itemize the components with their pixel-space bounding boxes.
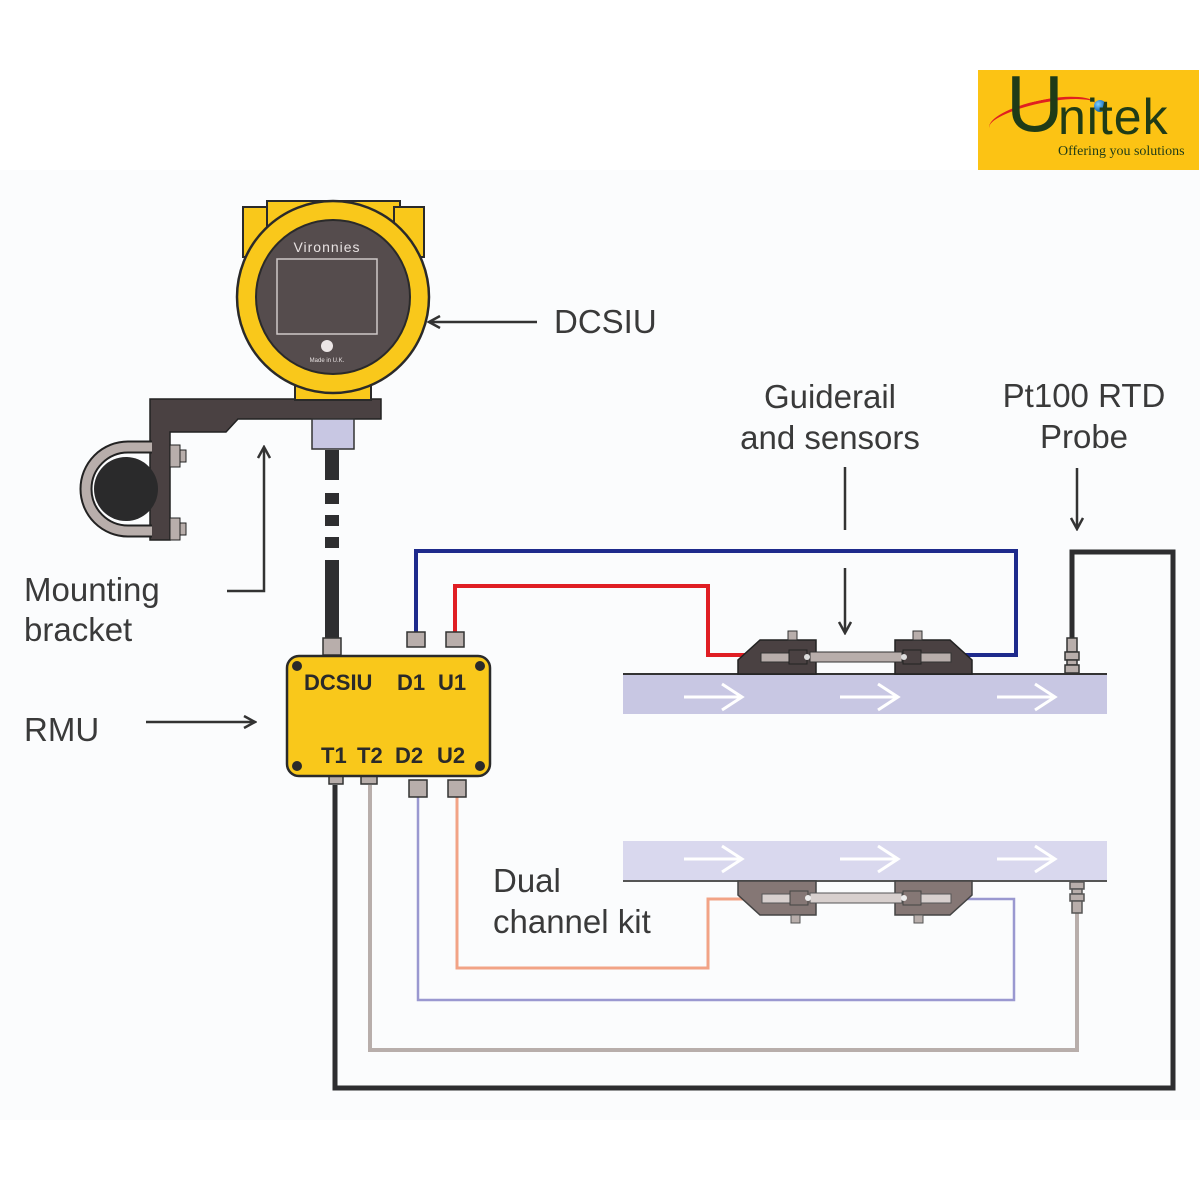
rmu-connectors <box>322 631 467 798</box>
rmu-port-dcsiu: DCSIU <box>304 670 372 695</box>
lower-pipe <box>623 841 1107 882</box>
logo-initial: U <box>1006 70 1064 148</box>
diagram-background <box>0 170 1200 1120</box>
globe-icon <box>1094 100 1106 112</box>
rmu-port-d2: D2 <box>395 743 423 768</box>
made-in-label: Made in U.K. <box>310 358 345 364</box>
upper-guiderail-sensors <box>737 630 973 675</box>
cable-t1 <box>332 549 1176 1091</box>
cable-u1 <box>453 584 752 657</box>
label-and-sensors: and sensors <box>740 419 920 456</box>
label-rmu: RMU <box>24 711 99 748</box>
flow-arrows <box>684 682 1058 712</box>
mounting-bracket <box>79 398 382 541</box>
logo-badge-icon <box>321 340 333 352</box>
flow-arrows <box>684 844 1058 874</box>
lower-guiderail-sensors <box>737 880 973 924</box>
dcsiu-brand-text: Vironnies <box>293 239 360 255</box>
rmu-port-t2: T2 <box>357 743 383 768</box>
label-mounting: Mounting <box>24 571 160 608</box>
rmu-port-d1: D1 <box>397 670 425 695</box>
cable-u2 <box>455 795 752 970</box>
label-guiderail: Guiderail <box>764 378 896 415</box>
label-pt100-rtd: Pt100 RTD <box>1003 377 1166 414</box>
cable-d2 <box>416 795 1016 1002</box>
unitek-logo: U nitek Offering you solutions <box>978 70 1199 170</box>
label-channel-kit: channel kit <box>493 903 651 940</box>
rmu-box: DCSIU D1 U1 T1 T2 D2 U2 <box>285 631 492 798</box>
label-bracket: bracket <box>24 611 132 648</box>
rmu-port-t1: T1 <box>321 743 347 768</box>
pt100-probe-upper <box>1064 637 1080 674</box>
cable-dcsiu <box>325 450 339 645</box>
logo-wordmark: nitek <box>1058 89 1169 145</box>
u-bolt-clamp <box>79 440 187 541</box>
rmu-port-u2: U2 <box>437 743 465 768</box>
display-window <box>276 258 378 335</box>
label-probe: Probe <box>1040 418 1128 455</box>
label-dcsiu: DCSIU <box>554 303 657 340</box>
logo-tagline: Offering you solutions <box>1058 144 1185 159</box>
pt100-probe-lower <box>1069 881 1085 914</box>
dcsiu-enclosure: Vironnies Made in U.K. <box>235 199 431 401</box>
rmu-port-u1: U1 <box>438 670 466 695</box>
cable-d1 <box>414 549 1018 657</box>
cable-t2 <box>368 785 1079 1052</box>
label-dual: Dual <box>493 862 561 899</box>
upper-pipe <box>623 673 1107 714</box>
arrow-mounting-bracket <box>227 448 264 593</box>
